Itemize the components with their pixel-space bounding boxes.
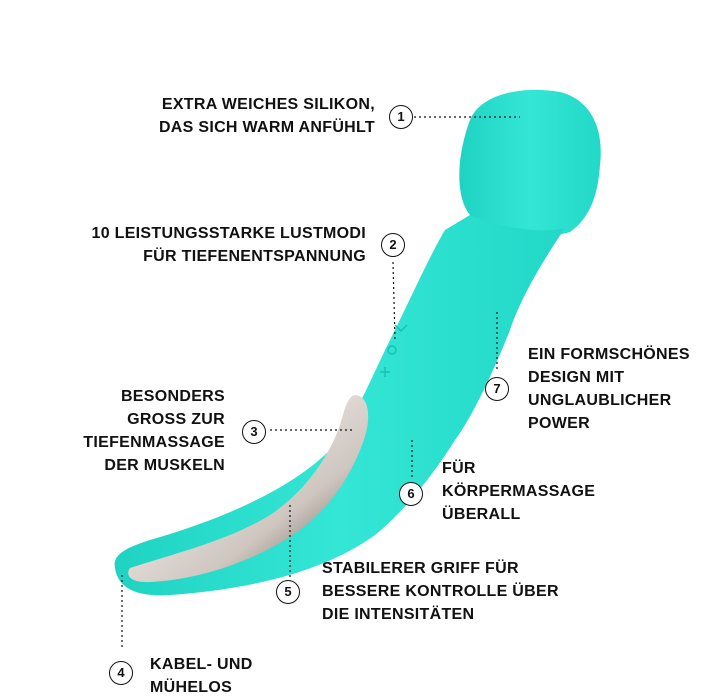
leader-line-2 (392, 261, 396, 341)
wand-head (459, 89, 601, 236)
callout-1-number: 1 (389, 105, 413, 129)
callout-6-number: 6 (399, 482, 423, 506)
callout-4-number: 4 (109, 661, 133, 685)
callout-5-number: 5 (276, 580, 300, 604)
callout-2-number: 2 (381, 233, 405, 257)
callout-1-text: EXTRA WEICHES SILIKON,DAS SICH WARM ANFÜ… (158, 96, 375, 136)
callout-3-number: 3 (242, 420, 266, 444)
handle-plate (128, 395, 369, 583)
control-buttons (380, 324, 408, 377)
callout-7-number: 7 (485, 377, 509, 401)
wand-body (114, 215, 565, 596)
